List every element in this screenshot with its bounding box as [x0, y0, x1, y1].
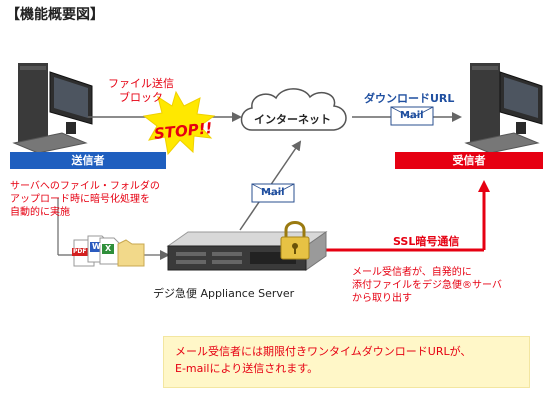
receiver-label: 受信者 — [395, 152, 543, 169]
sender-description: サーバへのファイル・フォルダの アップロード時に暗号化処理を 自動的に実施 — [10, 181, 160, 218]
page-title: 【機能概要図】 — [6, 7, 104, 23]
sender-label: 送信者 — [10, 152, 166, 169]
note-box — [163, 336, 530, 388]
server-label: デジ急便 Appliance Server — [153, 287, 295, 300]
ssl-arrow — [315, 180, 490, 252]
internet-label: インターネット — [254, 113, 331, 126]
internet-cloud-icon — [240, 88, 347, 131]
ssl-label: SSL暗号通信 — [393, 235, 460, 248]
file-icons — [72, 235, 145, 267]
block-label: ファイル送信 ブロック — [108, 77, 174, 105]
word-label: W — [92, 242, 101, 251]
block-label-text: ファイル送信 ブロック — [108, 77, 174, 104]
pdf-label: PDF — [73, 248, 87, 255]
receiver-computer-icon — [464, 63, 543, 154]
download-url-label: ダウンロードURL — [364, 92, 455, 105]
stop-burst-icon — [142, 90, 216, 156]
note-text: メール受信者には期限付きワンタイムダウンロードURLが、 E-mailにより送信… — [175, 345, 472, 375]
mail-server-icon — [251, 183, 295, 203]
folder-icon — [117, 239, 145, 267]
mail-server-label: Mail — [261, 187, 285, 198]
lock-icon — [280, 221, 310, 260]
mail-download-icon — [390, 106, 434, 126]
mail-download-label: Mail — [400, 110, 424, 121]
sender-computer-icon — [12, 63, 93, 154]
excel-label: X — [105, 244, 112, 253]
receiver-description: メール受信者が、自発的に 添付ファイルをデジ急便®サーバ から取り出す — [352, 267, 502, 304]
